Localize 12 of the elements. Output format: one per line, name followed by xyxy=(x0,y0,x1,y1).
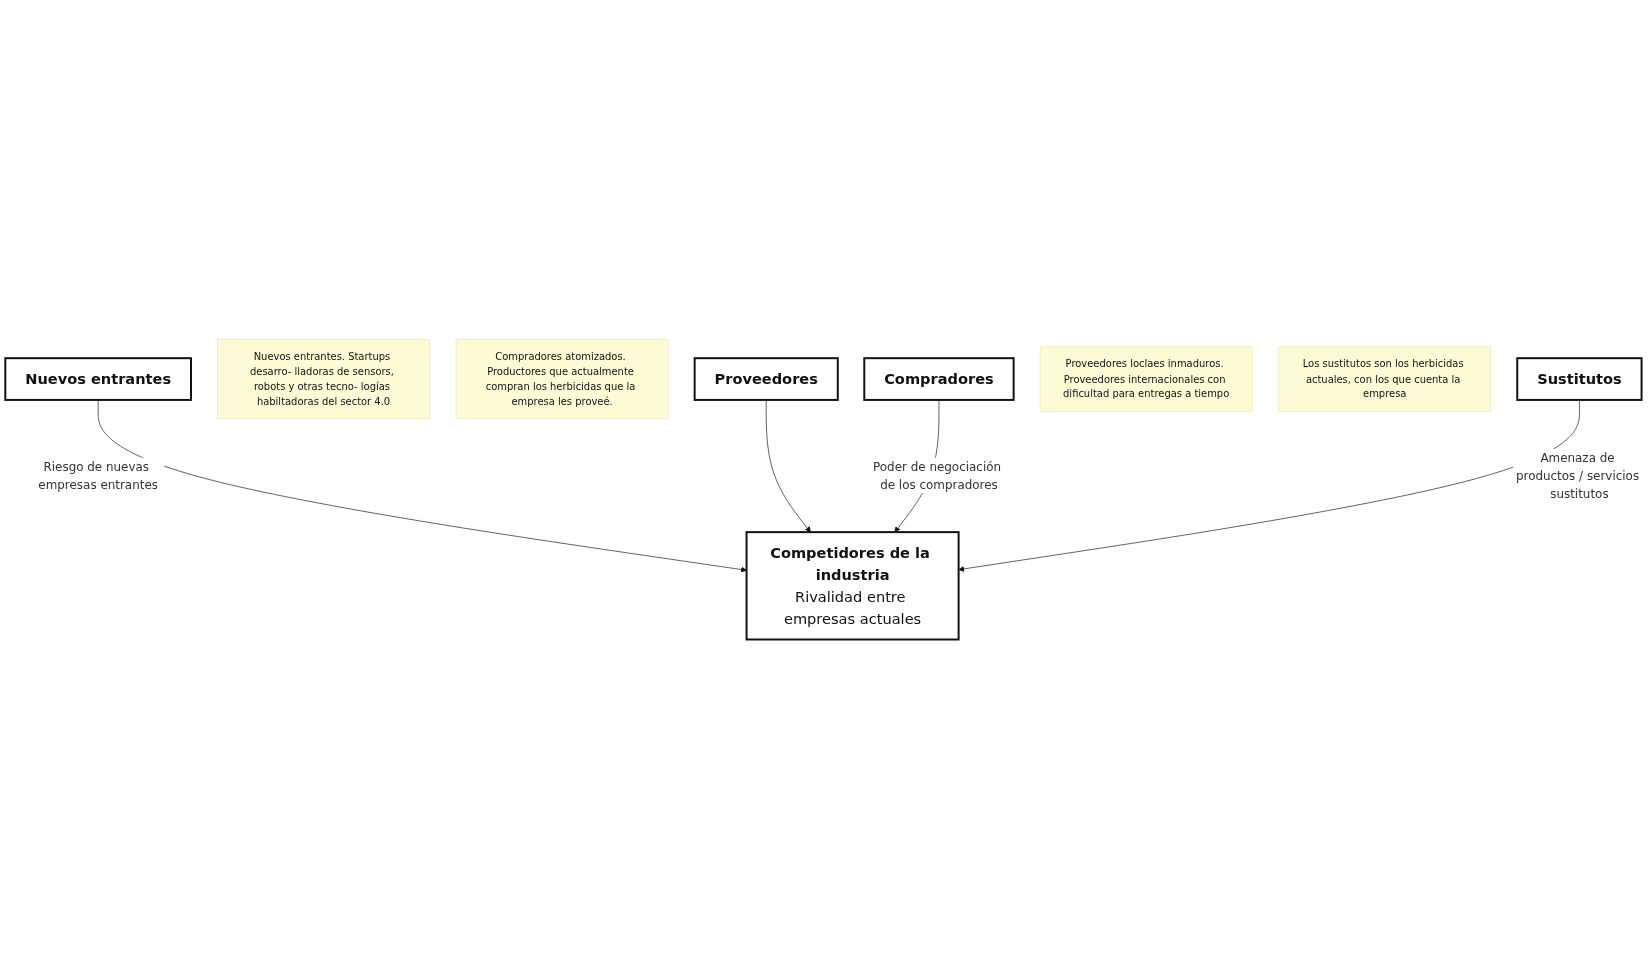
edge-label: Amenaza de productos / servicios sustitutos xyxy=(1515,450,1640,500)
node-box: Nuevos entrantes xyxy=(4,356,192,401)
node-box: Proveedores xyxy=(693,356,839,401)
node-box: Proveedores loclaes inmaduros. Proveedores internacionales con dificultad para entregas a tiempo xyxy=(1039,346,1253,412)
edge-label: Poder de negociación de los compradores xyxy=(873,459,1002,491)
node-box: Sustitutos xyxy=(1516,356,1643,401)
edge-label: Riesgo de nuevas empresas entrantes xyxy=(38,459,158,491)
node-box: Competidores de la industria Rivalidad entre empresas actuales xyxy=(745,530,960,641)
node-box: Compradores xyxy=(863,356,1015,401)
node-box: Los sustitutos son los herbicidas actuales, con los que cuenta la empresa xyxy=(1278,346,1492,412)
node-box: Nuevos entrantes. Startups desarro- lladoras de sensors, robots y otras tecno- logías habiltadoras del sector 4.0 xyxy=(217,338,430,419)
node-box: Compradores atomizados. Productores que actualmente compran los herbicidas que la empresa les proveé. xyxy=(455,338,669,419)
